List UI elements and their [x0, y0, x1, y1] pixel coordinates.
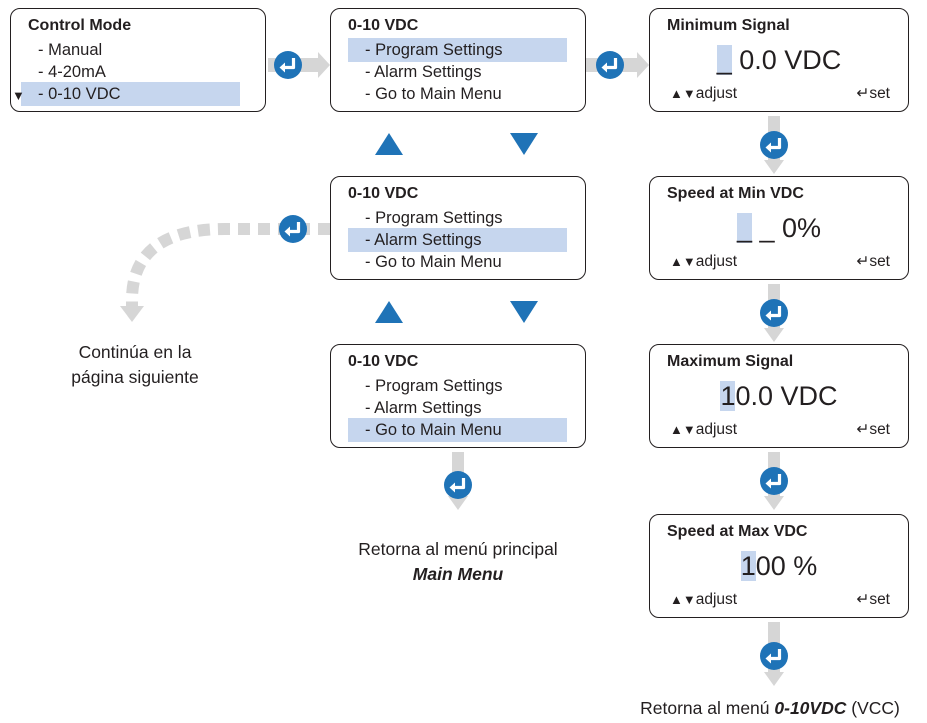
enter-icon: [442, 469, 474, 501]
set-label: set: [869, 253, 890, 270]
up-down-arrows-icon: ▲▼: [670, 422, 696, 437]
main-menu-caption: Retorna al menú principal Main Menu: [328, 537, 588, 587]
value-text: 00 %: [755, 551, 818, 581]
caption-text: (VCC): [846, 698, 900, 718]
set-hint: ↵set: [856, 421, 890, 439]
set-hint: ↵set: [856, 253, 890, 271]
menu-item-0-10vdc[interactable]: - 0-10 VDC: [21, 82, 240, 106]
adjust-label: adjust: [695, 421, 738, 438]
setting-screen-maximum-signal: Maximum Signal 10.0 VDC ▲▼adjust ↵set: [649, 344, 909, 448]
return-arrow-icon: ↵: [856, 591, 870, 608]
triangle-down-icon: [510, 133, 538, 155]
set-label: set: [869, 85, 890, 102]
control-mode-screen: Control Mode - Manual - 4-20mA - 0-10 VD…: [10, 8, 266, 112]
menu-item-go-to-main-menu[interactable]: - Go to Main Menu: [365, 85, 502, 103]
menu-item-manual[interactable]: - Manual: [38, 41, 103, 59]
set-hint: ↵set: [856, 591, 890, 609]
menu-item-program-settings[interactable]: - Program Settings: [365, 209, 503, 227]
up-down-arrows-icon: ▲▼: [670, 86, 696, 101]
menu-item-go-to-main-menu[interactable]: - Go to Main Menu: [365, 253, 502, 271]
caption-line: página siguiente: [71, 367, 199, 387]
screen-title: 0-10 VDC: [348, 353, 419, 370]
caption-text: Retorna al menú: [640, 698, 775, 718]
setting-value: 100 %: [650, 549, 908, 583]
menu-item-alarm-settings[interactable]: - Alarm Settings: [365, 63, 482, 81]
menu-item-alarm-settings[interactable]: - Alarm Settings: [348, 228, 567, 252]
caption-main-menu: Main Menu: [412, 564, 504, 584]
screen-title: 0-10 VDC: [348, 185, 419, 202]
triangle-down-icon: [510, 301, 538, 323]
screen-title: Control Mode: [28, 17, 132, 34]
set-hint: ↵set: [856, 85, 890, 103]
menu-item-program-settings[interactable]: - Program Settings: [365, 377, 503, 395]
menu-item-program-settings[interactable]: - Program Settings: [348, 38, 567, 62]
setting-screen-speed-at-min: Speed at Min VDC _ _ 0% ▲▼adjust ↵set: [649, 176, 909, 280]
value-text: 0.0 VDC: [735, 381, 838, 411]
caption-line: Retorna al menú principal: [358, 539, 558, 559]
cursor-digit: _: [716, 45, 732, 75]
screen-title: Speed at Min VDC: [667, 185, 804, 202]
cursor-digit: 1: [740, 551, 756, 581]
screen-title: 0-10 VDC: [348, 17, 419, 34]
setting-value: _ 0.0 VDC: [650, 43, 908, 77]
cursor-digit: _: [736, 213, 752, 243]
setting-screen-speed-at-max: Speed at Max VDC 100 % ▲▼adjust ↵set: [649, 514, 909, 618]
return-arrow-icon: ↵: [856, 253, 870, 270]
adjust-label: adjust: [695, 591, 738, 608]
vdc-menu-screen: 0-10 VDC - Program Settings - Alarm Sett…: [330, 8, 586, 112]
vdc-menu-screen: 0-10 VDC - Program Settings - Alarm Sett…: [330, 344, 586, 448]
screen-title: Maximum Signal: [667, 353, 794, 370]
enter-icon: [758, 297, 790, 329]
setting-screen-minimum-signal: Minimum Signal _ 0.0 VDC ▲▼adjust ↵set: [649, 8, 909, 112]
adjust-label: adjust: [695, 253, 738, 270]
triangle-up-icon: [375, 301, 403, 323]
cursor-digit: 1: [720, 381, 736, 411]
setting-value: _ _ 0%: [650, 211, 908, 245]
setting-value: 10.0 VDC: [650, 379, 908, 413]
up-down-arrows-icon: ▲▼: [670, 592, 696, 607]
enter-icon: [272, 49, 304, 81]
value-text: _ 0%: [751, 213, 822, 243]
menu-item-4-20ma[interactable]: - 4-20mA: [38, 63, 106, 81]
dashed-connector: [120, 223, 330, 322]
return-caption: Retorna al menú 0-10VDC (VCC): [620, 696, 920, 721]
return-arrow-icon: ↵: [856, 85, 870, 102]
triangle-up-icon: [375, 133, 403, 155]
value-text: 0.0 VDC: [731, 45, 842, 75]
up-down-arrows-icon: ▲▼: [670, 254, 696, 269]
adjust-hint: ▲▼adjust: [670, 591, 737, 609]
enter-icon: [277, 213, 309, 245]
vdc-menu-screen: 0-10 VDC - Program Settings - Alarm Sett…: [330, 176, 586, 280]
continue-caption: Continúa en la página siguiente: [40, 340, 230, 390]
set-label: set: [869, 591, 890, 608]
adjust-hint: ▲▼adjust: [670, 253, 737, 271]
set-label: set: [869, 421, 890, 438]
menu-item-go-to-main-menu[interactable]: - Go to Main Menu: [348, 418, 567, 442]
enter-icon: [594, 49, 626, 81]
caption-line: Continúa en la: [78, 342, 192, 362]
adjust-hint: ▲▼adjust: [670, 85, 737, 103]
adjust-label: adjust: [695, 85, 738, 102]
return-arrow-icon: ↵: [856, 421, 870, 438]
enter-icon: [758, 129, 790, 161]
scroll-down-indicator: ▼: [12, 88, 25, 103]
caption-menu-name: 0-10VDC: [774, 698, 847, 718]
enter-icon: [758, 465, 790, 497]
adjust-hint: ▲▼adjust: [670, 421, 737, 439]
screen-title: Speed at Max VDC: [667, 523, 808, 540]
enter-icon: [758, 640, 790, 672]
menu-item-alarm-settings[interactable]: - Alarm Settings: [365, 399, 482, 417]
screen-title: Minimum Signal: [667, 17, 790, 34]
